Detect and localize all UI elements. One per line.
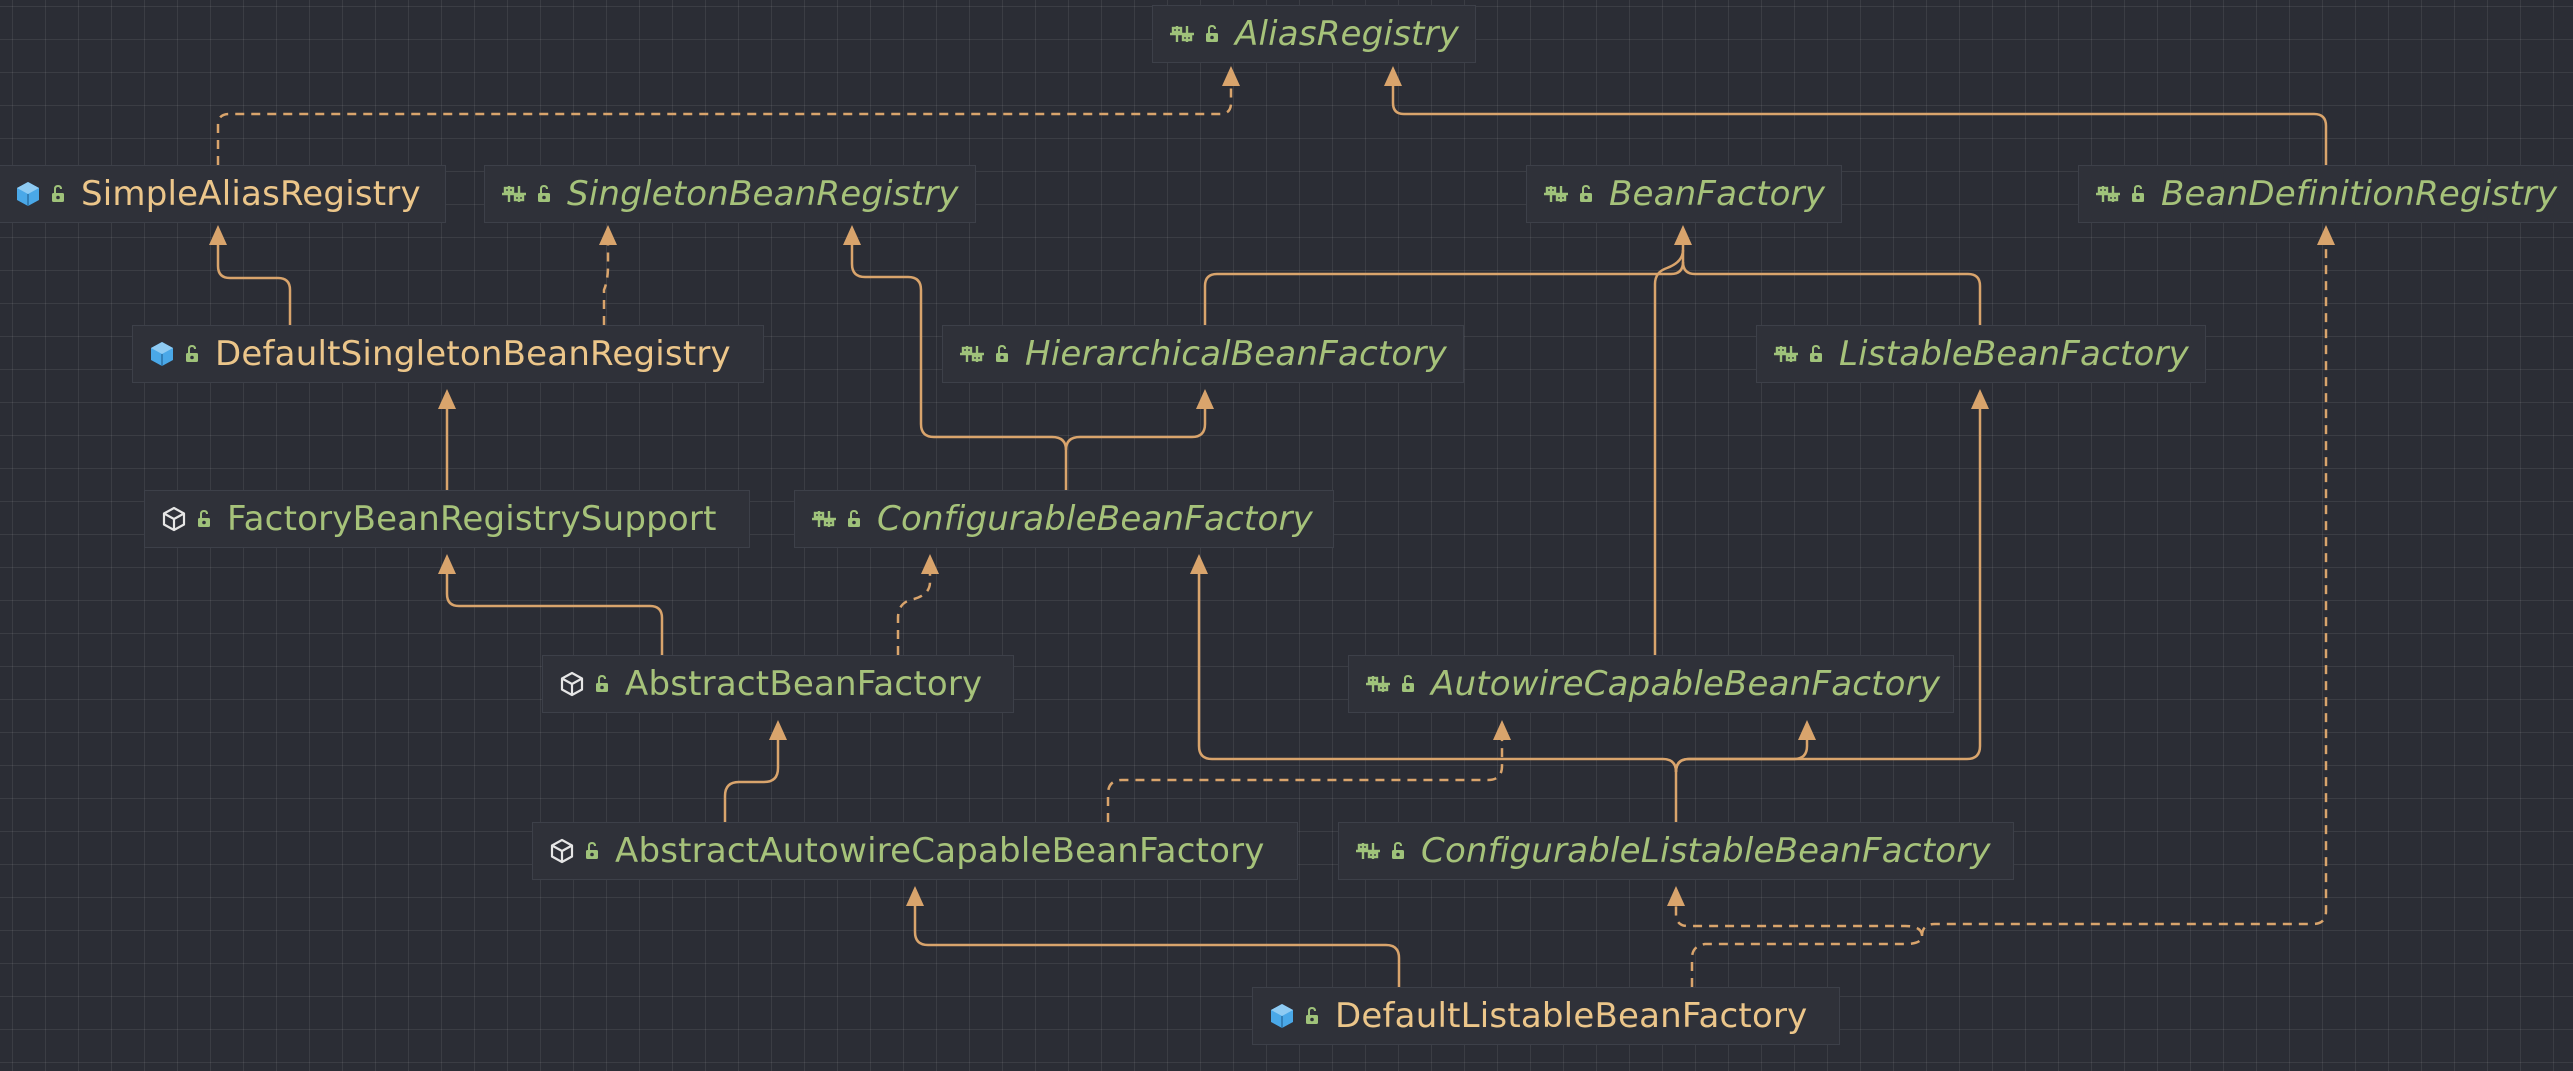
arrowhead bbox=[921, 554, 939, 574]
edge-abstract-to-configurable bbox=[896, 572, 932, 655]
node-abstract-bean-factory[interactable]: AbstractBeanFactory bbox=[542, 655, 1014, 713]
arrowhead bbox=[2317, 225, 2335, 245]
public-lock-icon bbox=[843, 504, 865, 534]
arrowhead bbox=[1667, 886, 1685, 906]
node-default-singleton-bean-registry[interactable]: DefaultSingletonBeanRegistry bbox=[132, 325, 764, 383]
node-listable-bean-factory[interactable]: ListableBeanFactory bbox=[1756, 325, 2206, 383]
node-label: DefaultListableBeanFactory bbox=[1335, 996, 1808, 1036]
edge-configurable-to-singleton-registry bbox=[850, 243, 1068, 451]
node-label: AutowireCapableBeanFactory bbox=[1431, 664, 1941, 704]
public-lock-icon bbox=[1387, 836, 1409, 866]
arrowhead bbox=[843, 225, 861, 245]
public-lock-icon bbox=[47, 179, 69, 209]
edge-abstract-autowire-to-autowire bbox=[1106, 738, 1504, 822]
edge-default-singleton-to-singleton-registry bbox=[602, 243, 610, 325]
class-icon bbox=[13, 179, 43, 209]
node-label: HierarchicalBeanFactory bbox=[1025, 334, 1447, 374]
public-lock-icon bbox=[1301, 1001, 1323, 1031]
public-lock-icon bbox=[581, 836, 603, 866]
abstract-class-icon bbox=[557, 669, 587, 699]
edge-default-singleton-to-simple-alias bbox=[216, 243, 292, 325]
interface-icon bbox=[1771, 339, 1801, 369]
abstract-class-icon bbox=[159, 504, 189, 534]
node-label: BeanDefinitionRegistry bbox=[2161, 174, 2558, 214]
edge-autowire-to-bean-factory bbox=[1653, 249, 1685, 655]
public-lock-icon bbox=[1575, 179, 1597, 209]
arrowhead bbox=[209, 225, 227, 245]
public-lock-icon bbox=[991, 339, 1013, 369]
arrowhead bbox=[1971, 389, 1989, 409]
node-configurable-listable-bean-factory[interactable]: ConfigurableListableBeanFactory bbox=[1338, 822, 2014, 880]
public-lock-icon bbox=[533, 179, 555, 209]
node-label: AbstractBeanFactory bbox=[625, 664, 983, 704]
arrowhead bbox=[1798, 720, 1816, 740]
edge-configurable-listable-to-listable bbox=[1674, 407, 1982, 773]
node-label: SingletonBeanRegistry bbox=[567, 174, 959, 214]
edge-default-listable-to-bean-def-registry bbox=[1920, 243, 2328, 937]
arrowhead bbox=[1222, 66, 1240, 86]
arrowhead bbox=[906, 886, 924, 906]
edge-abstract-autowire-to-abstract bbox=[723, 738, 780, 822]
node-bean-factory[interactable]: BeanFactory bbox=[1526, 165, 1842, 223]
interface-icon bbox=[1353, 836, 1383, 866]
node-abstract-autowire-capable-bean-factory[interactable]: AbstractAutowireCapableBeanFactory bbox=[532, 822, 1298, 880]
class-icon bbox=[147, 339, 177, 369]
node-label: SimpleAliasRegistry bbox=[81, 174, 421, 214]
node-label: BeanFactory bbox=[1609, 174, 1826, 214]
node-label: AliasRegistry bbox=[1235, 14, 1460, 54]
public-lock-icon bbox=[1201, 19, 1223, 49]
node-hierarchical-bean-factory[interactable]: HierarchicalBeanFactory bbox=[942, 325, 1464, 383]
arrowhead bbox=[1190, 554, 1208, 574]
node-label: FactoryBeanRegistrySupport bbox=[227, 499, 717, 539]
node-configurable-bean-factory[interactable]: ConfigurableBeanFactory bbox=[794, 490, 1334, 548]
edge-configurable-listable-trunk bbox=[1197, 572, 1678, 822]
node-label: AbstractAutowireCapableBeanFactory bbox=[615, 831, 1265, 871]
public-lock-icon bbox=[1805, 339, 1827, 369]
abstract-class-icon bbox=[547, 836, 577, 866]
edge-default-listable-to-configurable-listable bbox=[1674, 904, 1924, 987]
interface-icon bbox=[1541, 179, 1571, 209]
edge-simple-alias-to-alias-registry bbox=[216, 82, 1233, 165]
node-factory-bean-registry-support[interactable]: FactoryBeanRegistrySupport bbox=[144, 490, 750, 548]
public-lock-icon bbox=[591, 669, 613, 699]
node-default-listable-bean-factory[interactable]: DefaultListableBeanFactory bbox=[1252, 987, 1840, 1045]
node-autowire-capable-bean-factory[interactable]: AutowireCapableBeanFactory bbox=[1348, 655, 1954, 713]
interface-icon bbox=[2093, 179, 2123, 209]
interface-icon bbox=[1167, 19, 1197, 49]
public-lock-icon bbox=[181, 339, 203, 369]
arrowhead bbox=[599, 225, 617, 245]
arrowhead bbox=[1196, 389, 1214, 409]
public-lock-icon bbox=[193, 504, 215, 534]
node-singleton-bean-registry[interactable]: SingletonBeanRegistry bbox=[484, 165, 976, 223]
arrowhead bbox=[1493, 720, 1511, 740]
interface-icon bbox=[809, 504, 839, 534]
edge-configurable-listable-to-autowire bbox=[1674, 738, 1809, 773]
public-lock-icon bbox=[2127, 179, 2149, 209]
arrowhead bbox=[1384, 66, 1402, 86]
edge-default-listable-to-abstract-autowire bbox=[913, 904, 1401, 987]
node-label: ConfigurableBeanFactory bbox=[877, 499, 1313, 539]
edge-configurable-to-hierarchical bbox=[1064, 407, 1207, 490]
interface-icon bbox=[1363, 669, 1393, 699]
arrowhead bbox=[1674, 225, 1692, 245]
interface-icon bbox=[957, 339, 987, 369]
arrowhead bbox=[769, 720, 787, 740]
node-label: ConfigurableListableBeanFactory bbox=[1421, 831, 1991, 871]
class-icon bbox=[1267, 1001, 1297, 1031]
node-alias-registry[interactable]: AliasRegistry bbox=[1152, 5, 1476, 63]
node-label: ListableBeanFactory bbox=[1839, 334, 2189, 374]
arrowhead bbox=[438, 389, 456, 409]
node-simple-alias-registry[interactable]: SimpleAliasRegistry bbox=[0, 165, 446, 223]
node-label: DefaultSingletonBeanRegistry bbox=[215, 334, 731, 374]
public-lock-icon bbox=[1397, 669, 1419, 699]
arrowhead bbox=[438, 554, 456, 574]
edge-abstract-to-factory-support bbox=[445, 572, 664, 655]
edge-listable-to-bean-factory bbox=[1681, 261, 1982, 325]
node-bean-definition-registry[interactable]: BeanDefinitionRegistry bbox=[2078, 165, 2573, 223]
edge-hierarchical-to-bean-factory bbox=[1203, 243, 1685, 325]
interface-icon bbox=[499, 179, 529, 209]
edge-bean-def-registry-to-alias-registry bbox=[1391, 82, 2328, 165]
